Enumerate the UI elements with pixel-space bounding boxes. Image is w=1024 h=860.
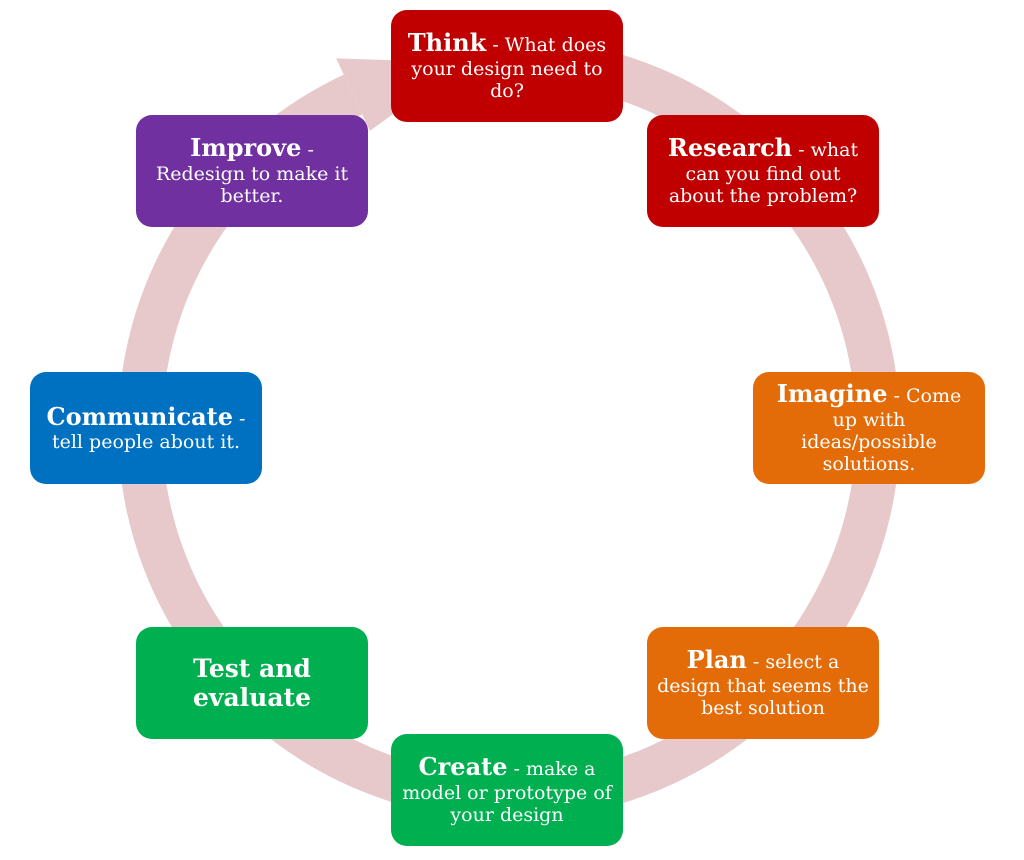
step-test-and-evaluate: Test and evaluate [136,627,368,739]
step-think-desc: - What does your design need to do? [411,34,607,103]
step-create-title: Create [418,752,508,782]
step-research-title: Research [667,133,793,163]
step-communicate-title: Communicate [46,401,233,431]
step-improve: Improve - Redesign to make it better. [136,115,368,227]
step-plan: Plan - select a design that seems the be… [647,627,879,739]
step-think-title: Think [407,28,487,58]
step-research-desc: - what can you find out about the proble… [668,139,859,208]
step-communicate: Communicate - tell people about it. [30,372,262,484]
step-create: Create - make a model or prototype of yo… [391,734,623,846]
step-improve-title: Improve [190,133,302,163]
step-imagine-desc: - Come up with ideas/possible solutions. [801,385,962,476]
step-imagine: Imagine - Come up with ideas/possible so… [753,372,985,484]
step-think: Think - What does your design need to do… [391,10,623,122]
step-research: Research - what can you find out about t… [647,115,879,227]
step-create-desc: - make a model or prototype of your desi… [402,758,612,827]
step-imagine-title: Imagine [776,379,888,409]
step-plan-desc: - select a design that seems the best so… [657,651,869,720]
step-communicate-desc: - tell people about it. [51,407,246,453]
step-plan-title: Plan [686,645,747,675]
step-improve-desc: - Redesign to make it better. [155,139,349,208]
step-test-title: Test and evaluate [193,653,311,713]
